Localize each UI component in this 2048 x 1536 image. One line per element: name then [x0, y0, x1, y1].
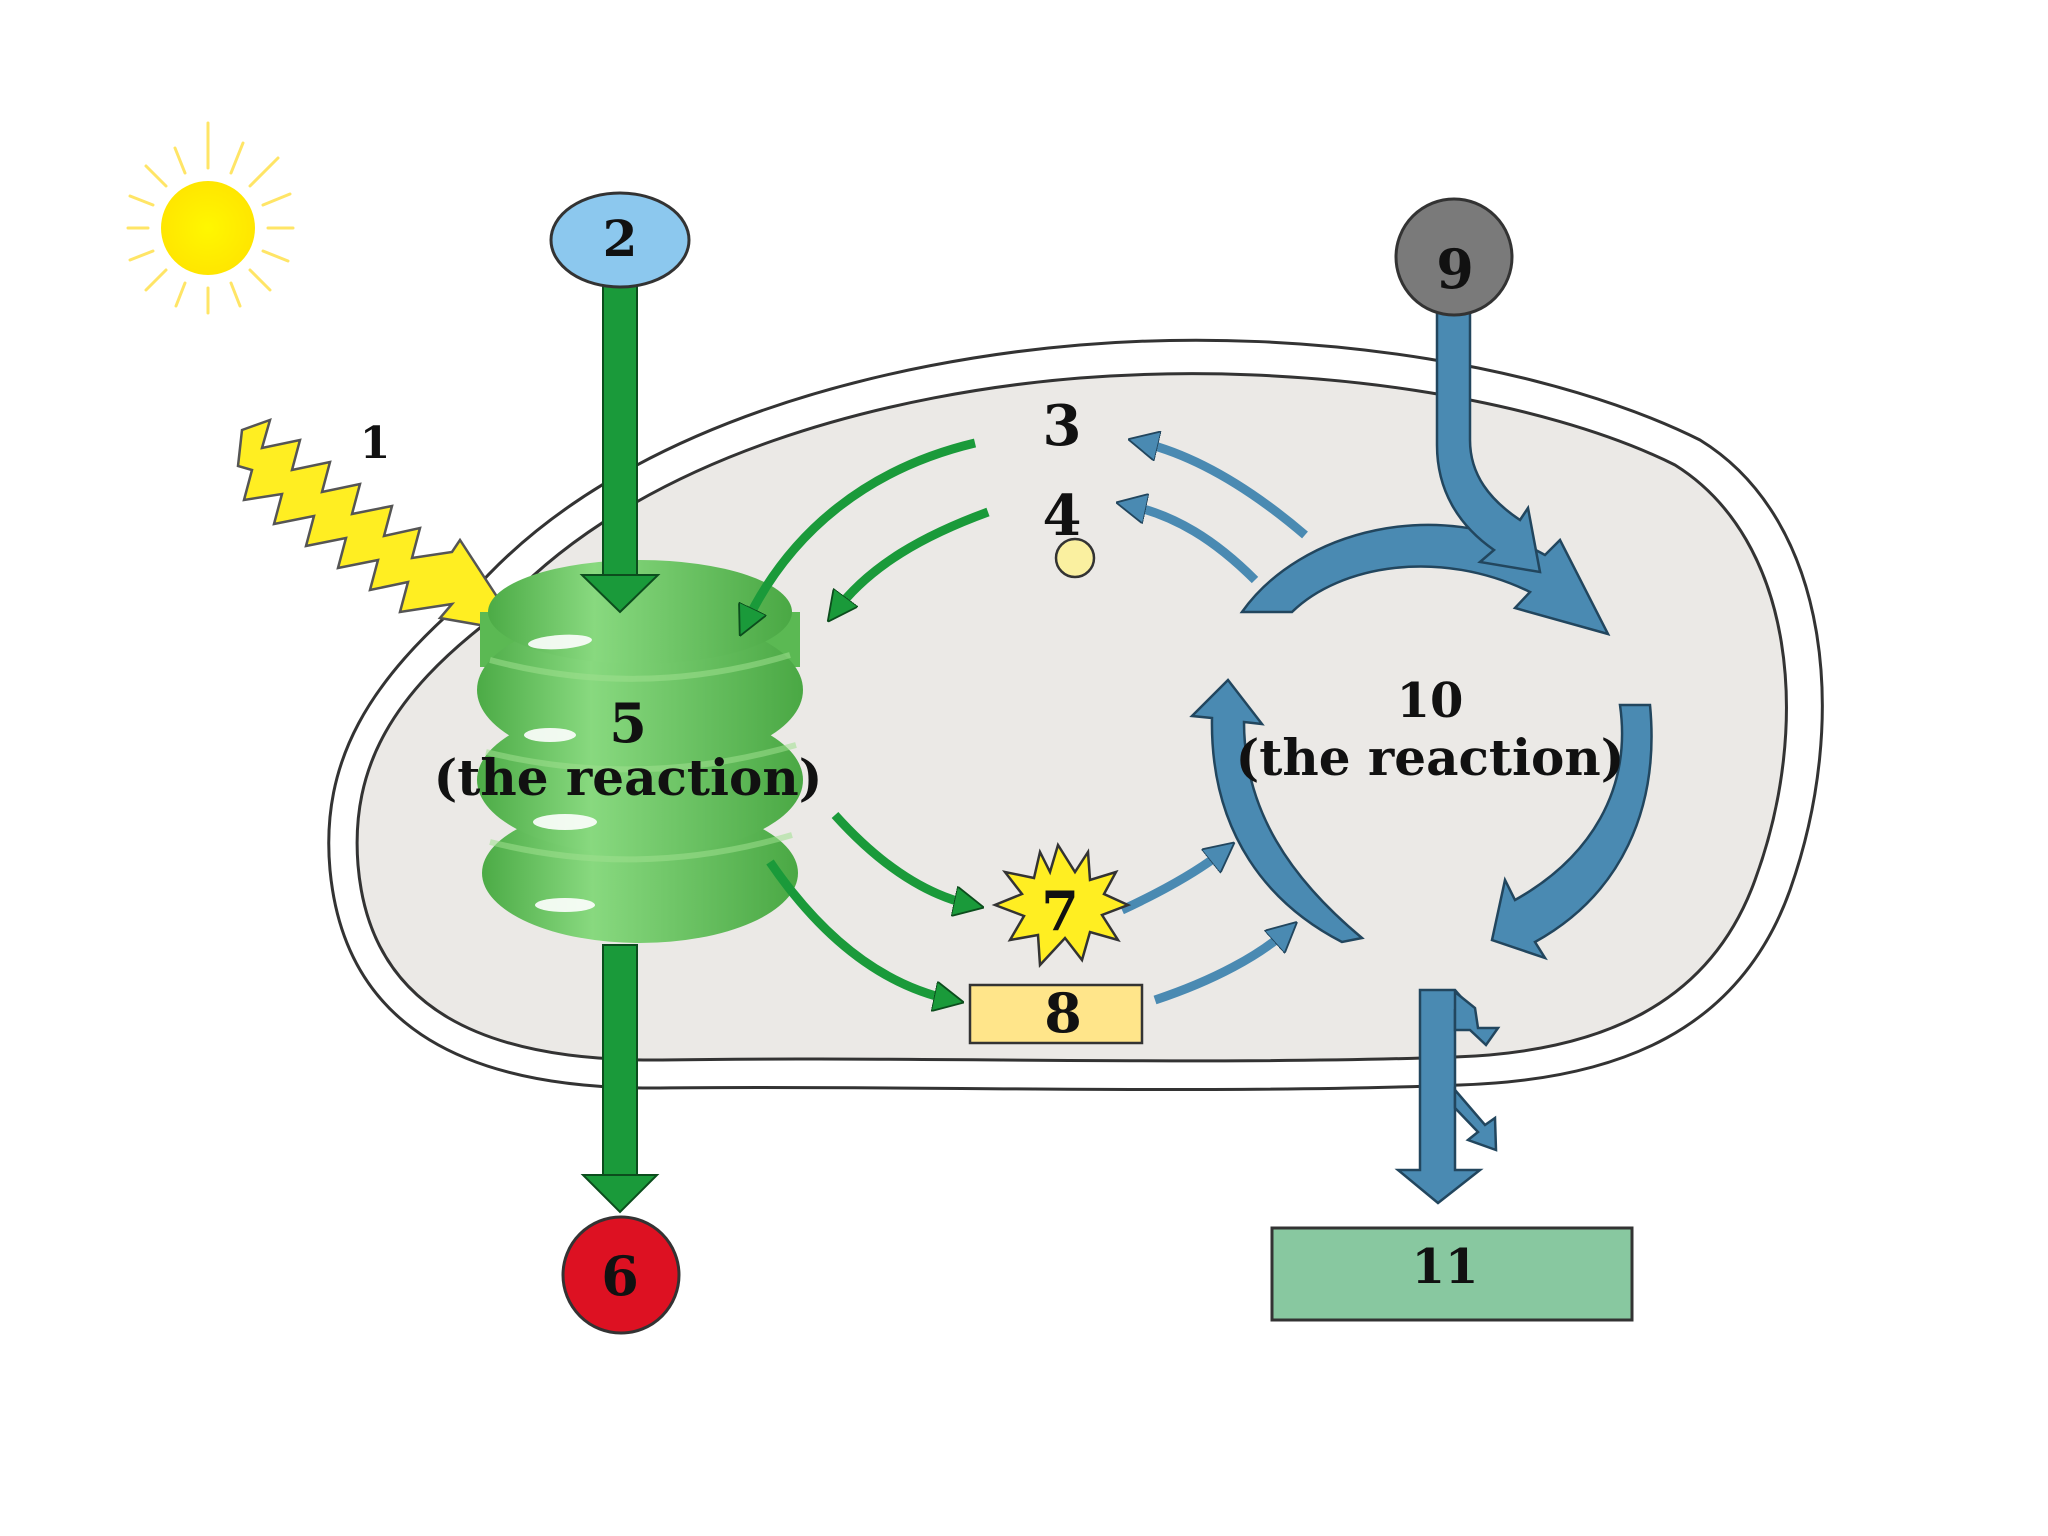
arrow-stack-to-8 — [766, 859, 952, 1000]
blue-return-arrows — [1120, 442, 1308, 1005]
label-7: 7 — [1041, 879, 1079, 943]
label-5-reaction: (the reaction) — [434, 748, 823, 807]
label-10-reaction: (the reaction) — [1236, 728, 1625, 787]
arrow-4-to-stack — [835, 507, 990, 612]
arrow-8-to-cycle — [1153, 930, 1288, 1005]
green-cycle-arrows — [745, 438, 990, 1000]
arrow-3-to-stack — [745, 438, 977, 625]
output-6-circle — [561, 1215, 681, 1335]
label-6: 6 — [601, 1244, 639, 1308]
product-8-box — [968, 983, 1144, 1045]
arrow-stack-to-7 — [831, 811, 972, 905]
label-1: 1 — [360, 418, 391, 469]
arrow-7-to-cycle — [1120, 850, 1225, 915]
input-2-circle — [549, 191, 691, 289]
arrow-cycle-to-4 — [1128, 505, 1259, 584]
co2-input-arrow — [1435, 298, 1542, 574]
labels: 1 2 3 4 5 (the reaction) 6 7 8 9 10 (the… — [360, 209, 1625, 1308]
oxygen-output-arrow — [580, 944, 660, 1214]
output-11-box — [1270, 1226, 1634, 1322]
label-2: 2 — [603, 209, 638, 268]
input-9-circle — [1394, 197, 1514, 317]
label-11: 11 — [1412, 1239, 1479, 1295]
label-4: 4 — [1043, 483, 1082, 549]
sugar-output-arrow — [1394, 988, 1501, 1205]
small-yellow-circle — [1054, 537, 1096, 579]
label-9: 9 — [1436, 237, 1474, 301]
label-5: 5 — [609, 691, 647, 755]
water-input-arrow — [579, 269, 661, 614]
label-10: 10 — [1397, 673, 1464, 729]
label-8: 8 — [1044, 981, 1082, 1045]
product-7-star — [991, 841, 1132, 968]
label-3: 3 — [1043, 393, 1082, 459]
arrow-cycle-to-3 — [1140, 442, 1308, 539]
sun-icon — [126, 121, 295, 315]
